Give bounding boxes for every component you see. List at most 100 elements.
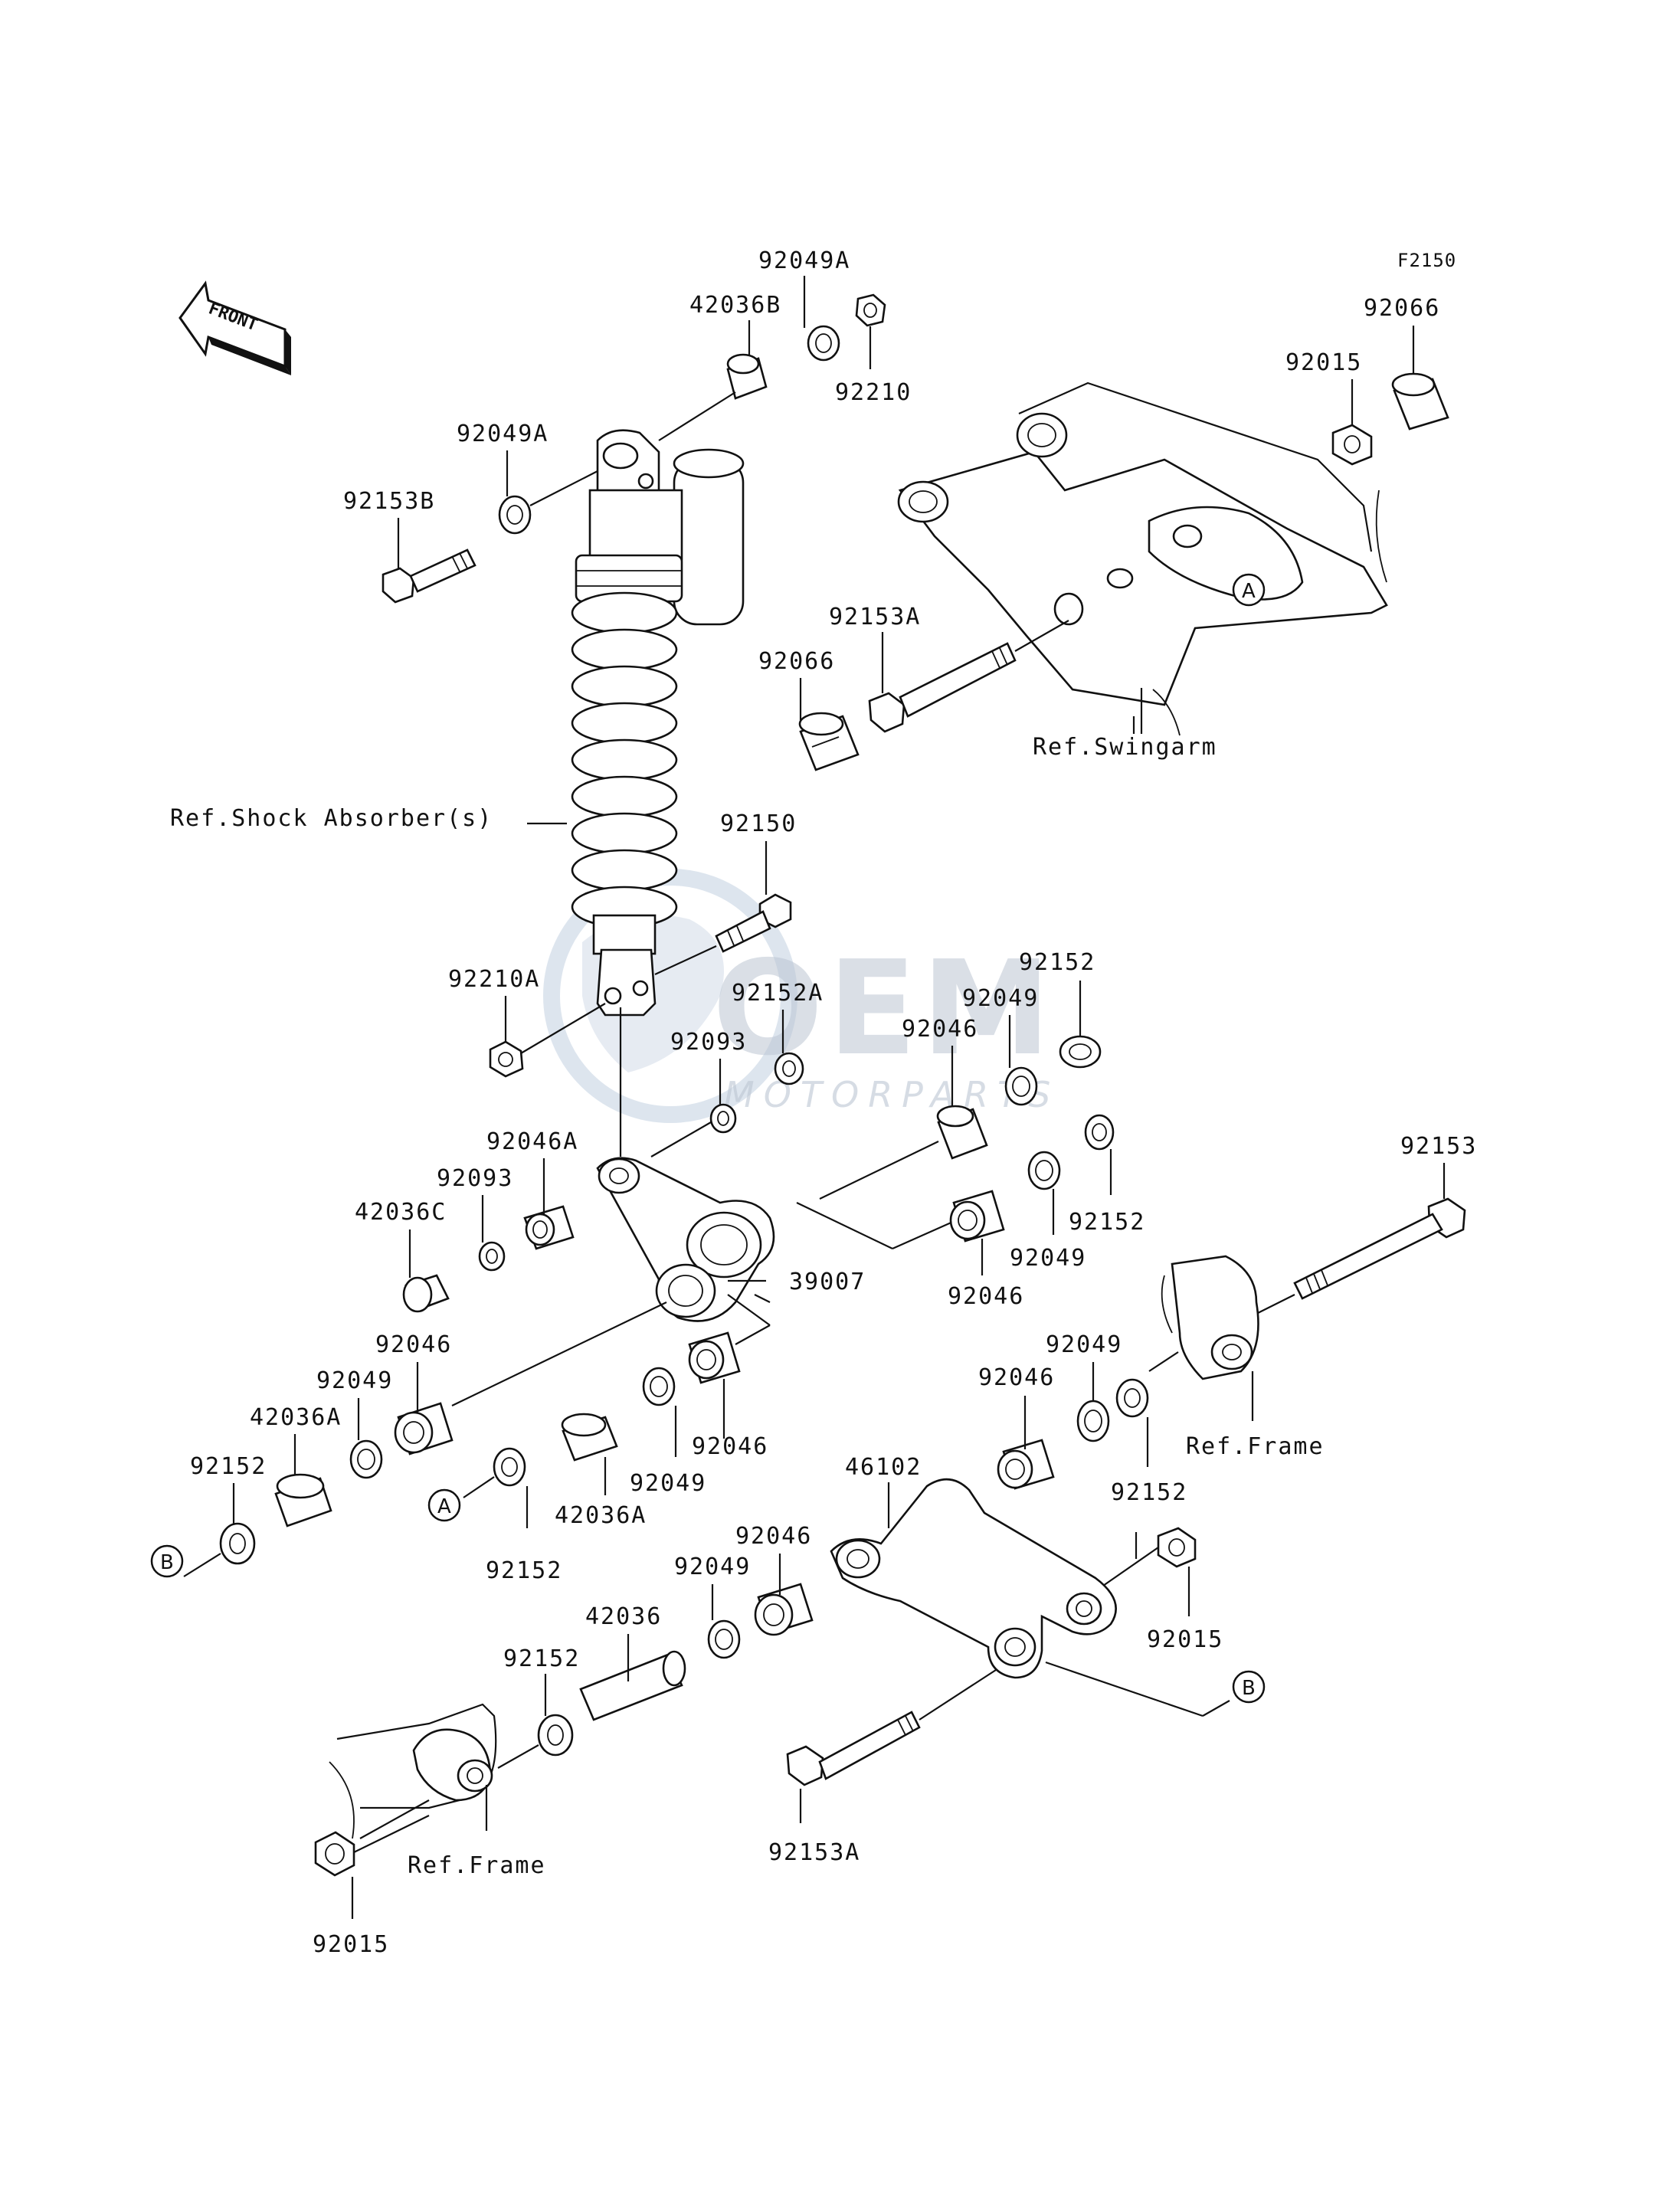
leader-lines [232,276,1446,1919]
bearing-92046-b [754,1583,814,1636]
callout-A-swingarm: A [1232,573,1266,607]
label-92049-l: 92049 [316,1367,393,1394]
label-92152-r4: 92152 [1111,1479,1187,1506]
watermark-tagline: MOTORPARTS [724,1074,1059,1115]
tie-rod-46102 [830,1478,1230,1717]
label-92015-top: 92015 [1285,349,1362,376]
watermark: OEM MOTORPARTS [543,869,1059,1123]
seal-92049-r2 [1027,1151,1061,1190]
figure-code: F2150 [1397,250,1456,271]
callout-A-label-2: A [437,1495,451,1518]
label-ref-swingarm: Ref.Swingarm [1033,734,1217,761]
label-92049-r2: 92049 [1010,1245,1086,1272]
label-42036A-l: 42036A [250,1404,342,1431]
washer-92152A [774,1052,804,1085]
nut-92210 [855,293,886,327]
label-92152-m: 92152 [486,1557,562,1584]
callout-B-label: B [160,1551,174,1574]
front-arrow-icon: FRONT [178,280,291,375]
label-92152-l: 92152 [190,1453,267,1480]
label-92046A: 92046A [486,1128,578,1155]
label-ref-frame-bottom: Ref.Frame [408,1852,546,1879]
seal-92049-b [707,1619,741,1659]
collar-42036A-m [561,1413,618,1462]
bearing-92046-r2 [949,1190,1005,1243]
collar-42036A-l [274,1473,332,1527]
bearing-92046-r3 [997,1439,1055,1490]
nut-92015-top [1331,424,1373,466]
washer-92152-r1 [1059,1035,1102,1069]
bolt-92153A-top [868,620,1069,733]
bearing-92046A [523,1205,575,1250]
label-92046-r3: 92046 [978,1364,1055,1391]
callout-A-label: A [1242,580,1256,603]
washer-92152-l [183,1522,256,1577]
washer-92152-r4 [1115,1378,1149,1418]
frame-bracket-right [1148,1255,1259,1380]
bolt-92153 [1233,1197,1466,1326]
label-92152-r1: 92152 [1019,949,1095,976]
label-42036: 42036 [585,1603,662,1630]
shock-absorber [571,429,745,1017]
label-92153: 92153 [1400,1133,1477,1160]
washer-92152-b [497,1714,574,1769]
frame-bracket-bottom [329,1703,497,1839]
rocker-arm-39007 [451,1007,962,1406]
label-92066-top: 92066 [1364,295,1440,322]
label-92046-m: 92046 [692,1433,768,1460]
label-92046-r2: 92046 [948,1283,1024,1310]
seal-92093-b [478,1241,506,1272]
bolt-92153B [382,548,476,604]
callout-B-right: B [1232,1670,1266,1704]
label-92049-r1: 92049 [962,985,1039,1012]
collar-42036 [579,1650,686,1721]
seal-92049-r3 [1076,1400,1110,1442]
label-92153A-b: 92153A [768,1839,860,1866]
washer-92152-m [463,1447,526,1498]
label-92049-r3: 92049 [1046,1331,1122,1358]
seal-92093-a [650,1103,737,1157]
seal-92049-m [642,1367,676,1406]
label-92046-l: 92046 [375,1331,452,1358]
callout-B-label-2: B [1242,1677,1256,1700]
bearing-92046-m [688,1331,741,1384]
label-39007: 39007 [789,1269,866,1295]
label-92150: 92150 [720,810,797,837]
seal-92049-l [349,1439,383,1479]
nut-92015-bottom [314,1815,430,1877]
label-92066-mid: 92066 [758,648,835,675]
collar-42036C [402,1274,450,1313]
seal-92049A-top [807,325,840,362]
label-92046-b: 92046 [735,1523,812,1550]
callout-A-left: A [427,1488,461,1522]
cap-92066-top [1391,372,1449,431]
label-92049-m: 92049 [630,1470,706,1497]
bolt-92150 [654,893,792,975]
collar-42036B [658,353,768,441]
watermark-brand: OEM [712,933,1056,1085]
bearing-92046-r1 [819,1105,988,1200]
part-labels: 92049A 42036B 92210 92066 92015 92049A 9… [170,247,1477,1958]
bolt-92153A-bottom [786,1669,997,1786]
spring-coils [571,591,678,928]
label-42036C: 42036C [355,1199,447,1226]
cap-92066-mid [798,712,860,771]
label-92210: 92210 [835,379,912,406]
label-92153B: 92153B [343,488,435,515]
washer-92152-r2 [1084,1114,1115,1151]
label-ref-shock-absorber: Ref.Shock Absorber(s) [170,805,493,832]
label-92093-b: 92093 [437,1165,513,1192]
label-92049-b: 92049 [674,1554,751,1580]
label-92049A-left: 92049A [457,421,549,447]
label-92049A-top: 92049A [758,247,850,274]
bearing-92046-l [394,1402,454,1455]
label-46102: 46102 [845,1454,922,1481]
label-92210A: 92210A [448,966,540,993]
seal-92049A-left [498,470,598,535]
label-92152-b: 92152 [503,1645,580,1672]
label-92046-r1: 92046 [902,1016,978,1043]
label-ref-frame-right: Ref.Frame [1186,1433,1325,1460]
label-92153A-top: 92153A [829,604,921,630]
callout-B-left: B [150,1544,184,1578]
